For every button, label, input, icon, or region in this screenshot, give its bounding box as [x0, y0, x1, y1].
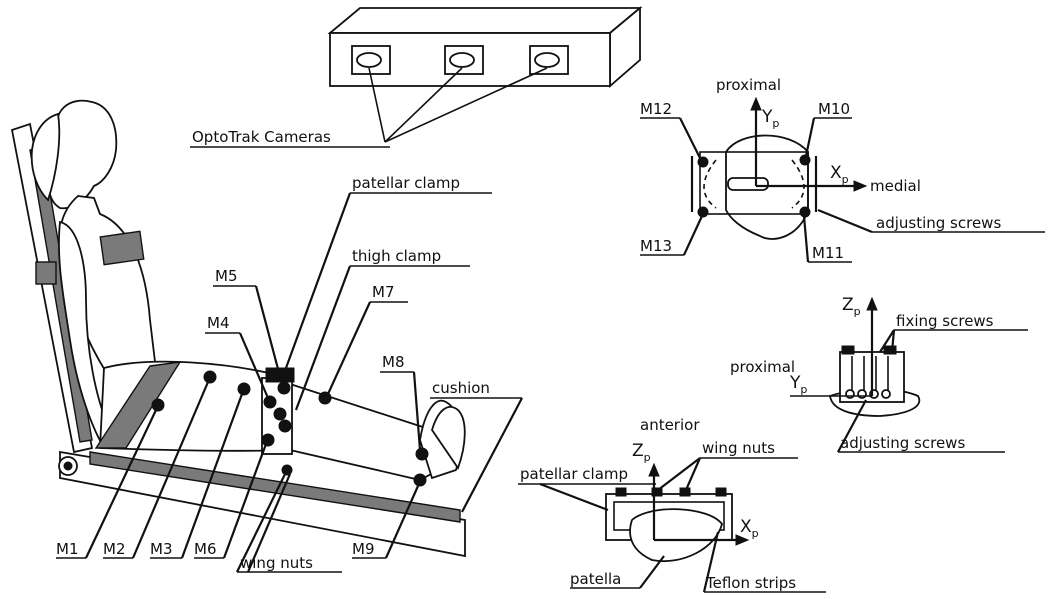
clamp-front-view — [518, 457, 826, 593]
label-patella: patella — [570, 570, 621, 588]
label-m8: M8 — [382, 353, 405, 371]
camera-2-icon — [444, 45, 484, 75]
marker-m4 — [263, 395, 277, 409]
marker-m3 — [237, 382, 251, 396]
label-proximal-side: proximal — [730, 358, 795, 376]
label-m10: M10 — [818, 100, 850, 118]
label-patellar-clamp-top: patellar clamp — [352, 174, 460, 192]
clamp-top-view — [640, 96, 1045, 263]
camera-1-icon — [351, 45, 391, 75]
optotrak-camera-bar — [190, 6, 643, 148]
clamp-side-view — [790, 296, 1028, 453]
leader-lines-left — [56, 192, 523, 573]
label-fixing-screws: fixing screws — [896, 312, 994, 330]
label-m13: M13 — [640, 237, 672, 255]
label-teflon-strips: Teflon strips — [705, 574, 796, 592]
axis-zp-side: Zp — [842, 295, 861, 318]
leg-markers — [151, 370, 429, 487]
label-m7: M7 — [372, 283, 395, 301]
label-adjusting-screws-side: adjusting screws — [840, 434, 965, 452]
label-m6: M6 — [194, 540, 217, 558]
label-adjusting-screws-top: adjusting screws — [876, 214, 1001, 232]
label-m12: M12 — [640, 100, 672, 118]
label-wing-nuts-front: wing nuts — [702, 439, 775, 457]
label-wing-nuts-bottom: wing nuts — [240, 554, 313, 572]
marker-m2 — [203, 370, 217, 384]
marker-m6c — [273, 407, 287, 421]
chair — [10, 122, 466, 558]
camera-3-icon — [529, 45, 569, 75]
marker-m6a — [261, 433, 275, 447]
label-thigh-clamp: thigh clamp — [352, 247, 441, 265]
label-m5: M5 — [215, 267, 238, 285]
label-proximal-top: proximal — [716, 76, 781, 94]
label-m3: M3 — [150, 540, 173, 558]
marker-m8 — [415, 447, 429, 461]
marker-m7 — [318, 391, 332, 405]
axis-xp-front: Xp — [740, 517, 759, 540]
marker-m9 — [413, 473, 427, 487]
marker-m1 — [151, 398, 165, 412]
label-medial: medial — [870, 177, 921, 195]
axis-yp-side: Yp — [789, 373, 807, 396]
label-m11: M11 — [812, 244, 844, 262]
subject-figure — [30, 99, 466, 481]
label-m4: M4 — [207, 314, 230, 332]
label-anterior: anterior — [640, 416, 700, 434]
marker-m6b — [278, 419, 292, 433]
label-m2: M2 — [103, 540, 126, 558]
label-m9: M9 — [352, 540, 375, 558]
label-optotrak-cameras: OptoTrak Cameras — [192, 128, 331, 146]
marker-wing — [281, 464, 293, 476]
label-cushion: cushion — [432, 379, 490, 397]
axis-xp-top: Xp — [830, 163, 849, 186]
label-m1: M1 — [56, 540, 79, 558]
axis-yp-top: Yp — [761, 107, 779, 130]
label-patellar-clamp-front: patellar clamp — [520, 465, 628, 483]
axis-zp-front: Zp — [632, 441, 651, 464]
marker-m5 — [277, 381, 291, 395]
